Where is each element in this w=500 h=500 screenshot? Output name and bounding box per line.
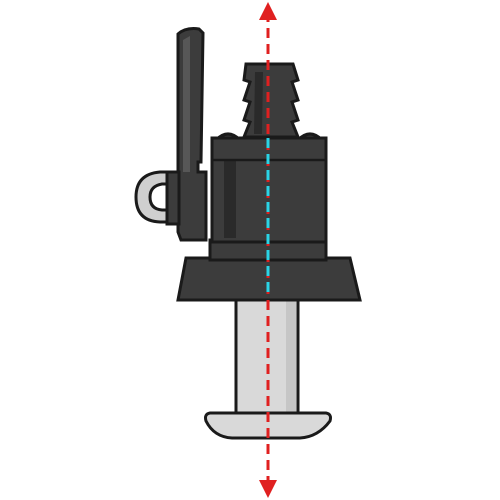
hose-barb	[241, 62, 301, 139]
center-axis-arrow	[259, 2, 277, 498]
mushroom-foot	[204, 411, 332, 440]
eye-ring	[134, 170, 181, 226]
lever-handle	[176, 27, 208, 242]
